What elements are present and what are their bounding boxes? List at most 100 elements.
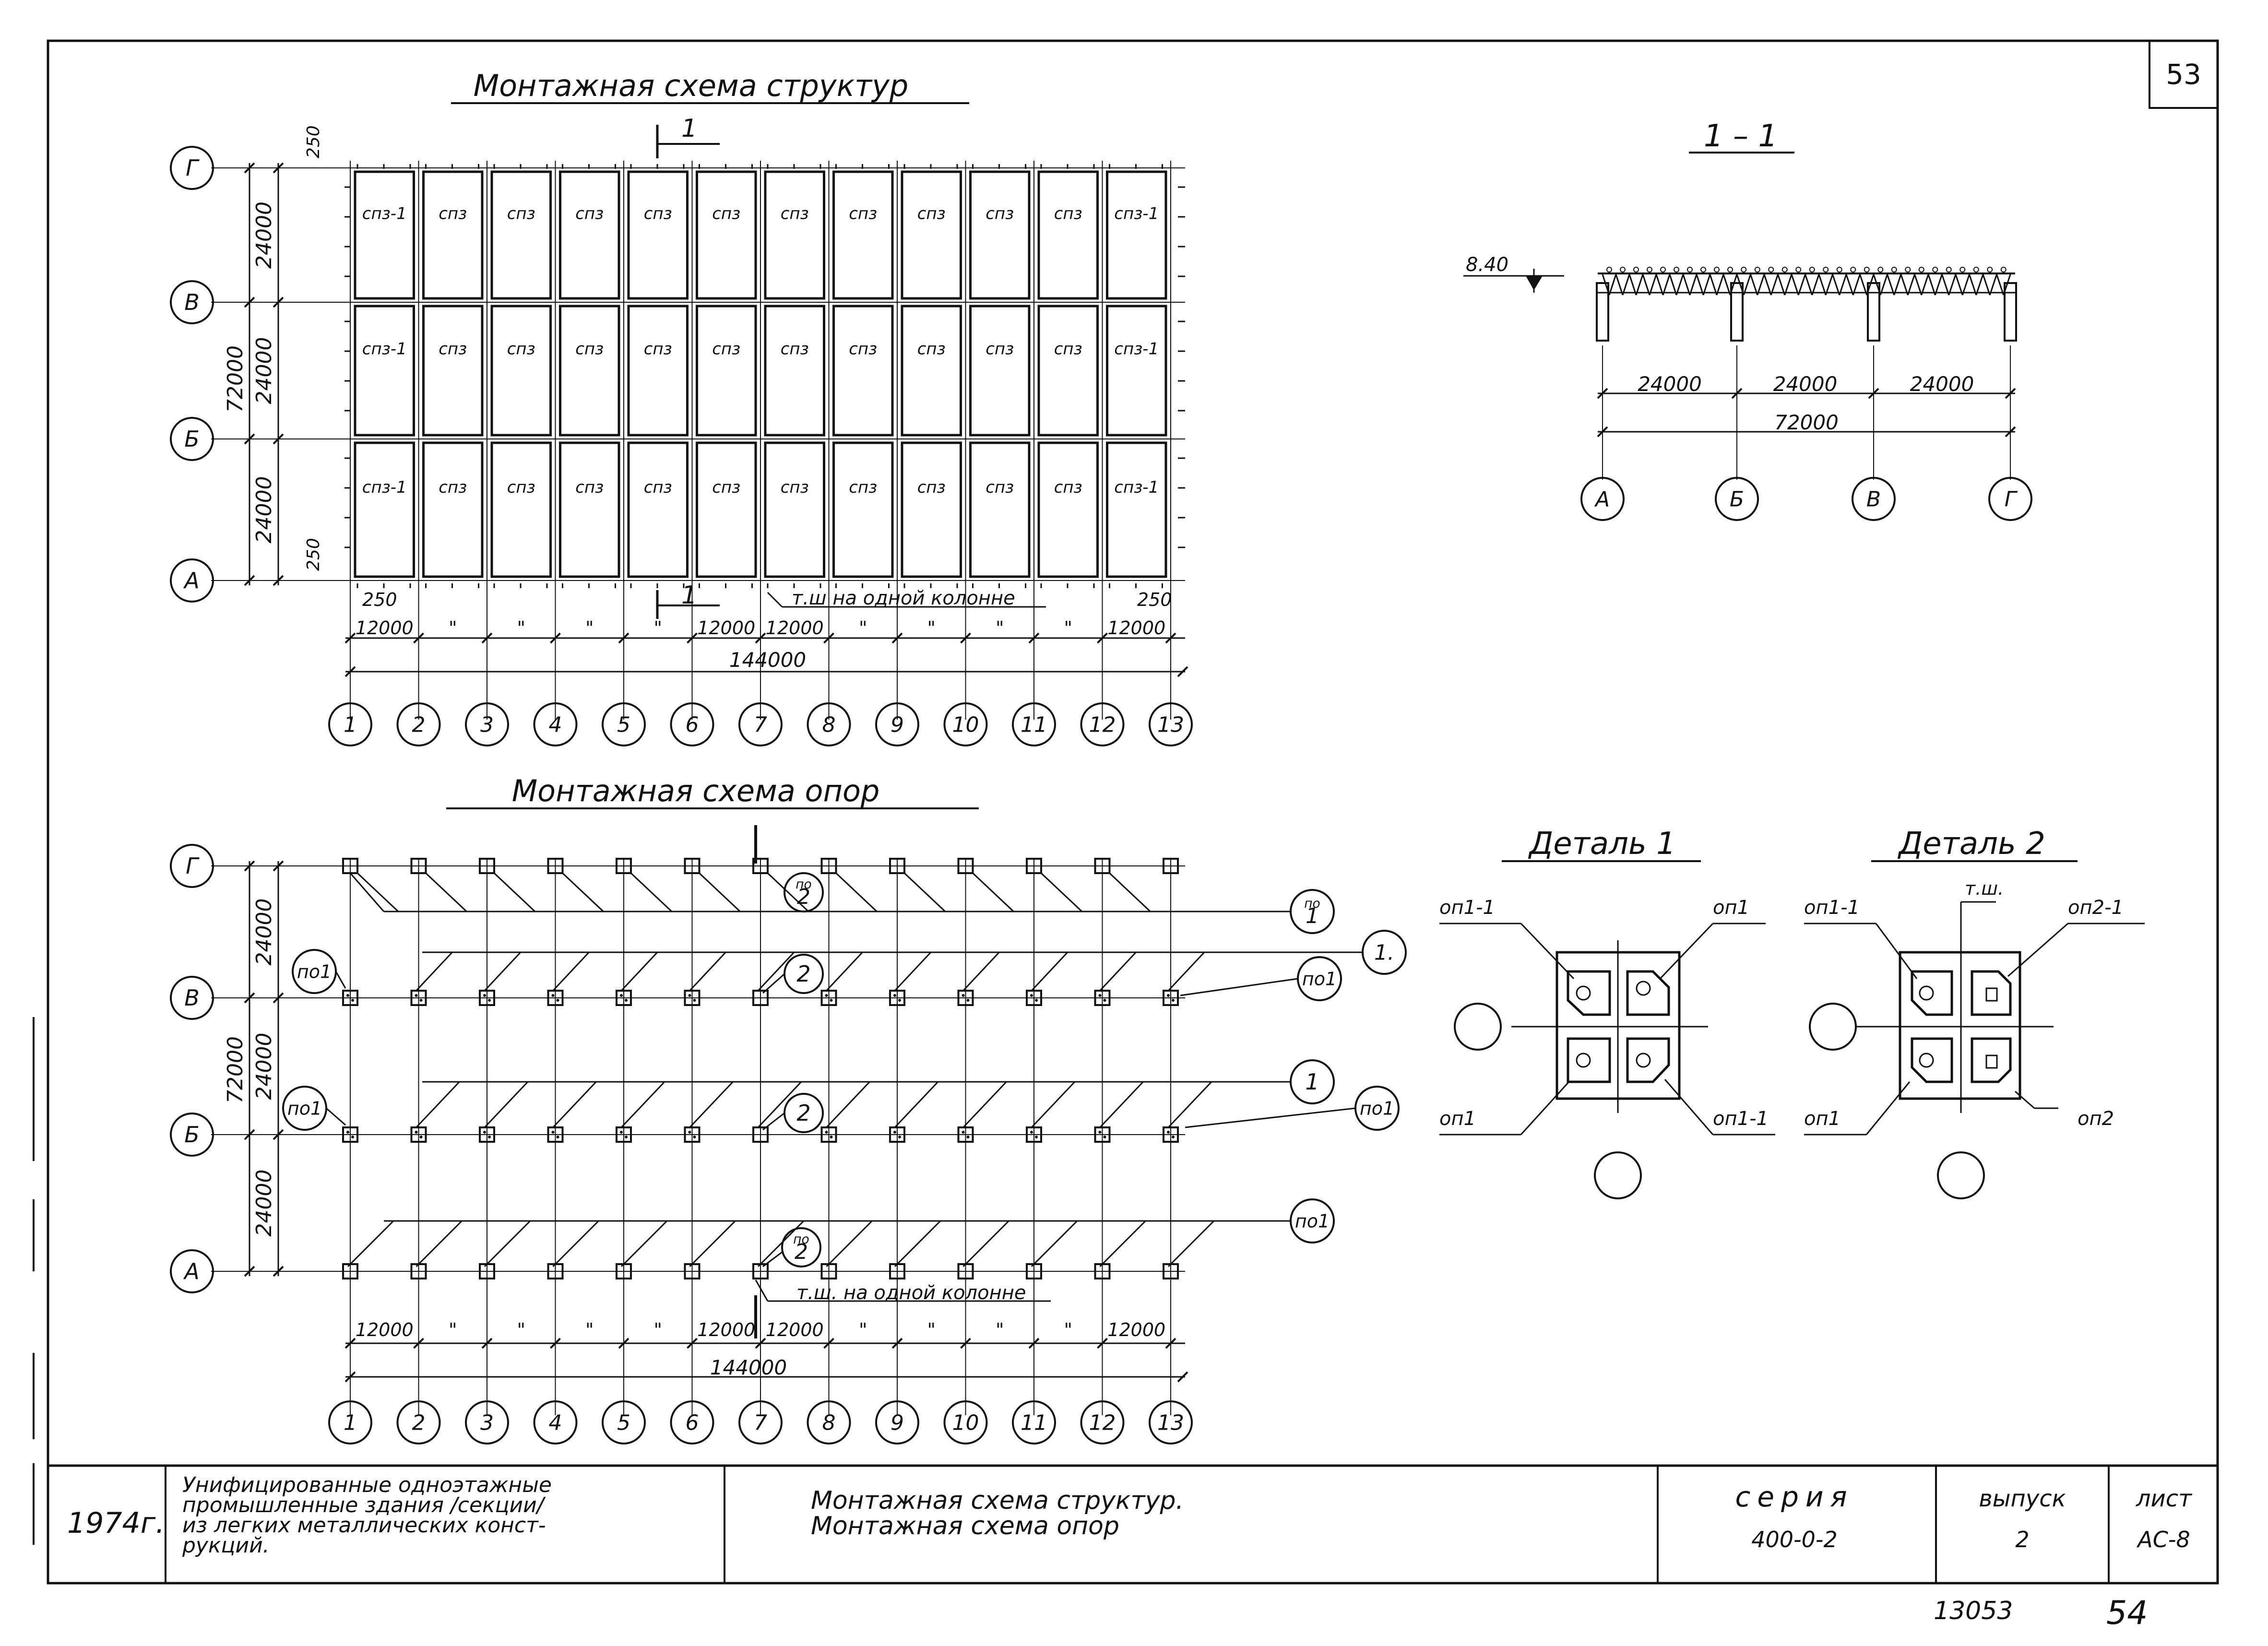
supp-col-axis-10	[943, 1400, 988, 1445]
struct-row-axis-3-label: Б	[184, 426, 200, 452]
support-2-3	[479, 990, 495, 1006]
support-3-13	[1163, 1126, 1179, 1143]
detail-2: Деталь 2 т.ш. оп1-1 оп2-1 оп1 оп2	[1804, 826, 2145, 1199]
section-span-2: 24000	[1773, 372, 1838, 396]
panel-2-10	[969, 305, 1031, 437]
struct-row-axis-2-label: В	[184, 289, 200, 315]
struct-col-axis-2	[396, 702, 441, 746]
panel-1-1	[354, 170, 415, 300]
struct-col-axis-11-label: 11	[1021, 712, 1047, 737]
supp-dim-bottom-8: "	[859, 1319, 867, 1340]
title-sheet-value: АС-8	[2136, 1527, 2190, 1552]
struct-col-axis-1	[328, 702, 372, 746]
supp-dim-total: 144000	[710, 1356, 787, 1379]
supp-col-axis-6	[670, 1400, 714, 1445]
section-total: 72000	[1774, 411, 1839, 434]
panel-3-6	[696, 441, 757, 578]
panel-2-9	[901, 305, 962, 437]
panel-1-5	[627, 170, 689, 300]
supp-col-axis-11-label: 11	[1021, 1410, 1047, 1435]
panel-3-7	[764, 441, 825, 578]
struct-col-axis-11	[1012, 702, 1056, 746]
callout-po1-a-right	[1290, 1198, 1335, 1243]
section-axis-1	[1580, 477, 1625, 521]
supp-col-axis-8	[807, 1400, 851, 1445]
support-3-9	[889, 1126, 905, 1143]
supp-col-axis-9-label: 9	[891, 1410, 904, 1435]
struct-dim-bottom-5: "	[654, 617, 662, 639]
panel-1-4	[559, 170, 620, 300]
support-2-12	[1094, 990, 1111, 1006]
support-1-5	[616, 858, 632, 874]
support-3-4	[547, 1126, 564, 1143]
supp-col-axis-1	[328, 1400, 372, 1445]
support-2-10	[957, 990, 974, 1006]
panel-label-2-11: спз	[1054, 339, 1082, 358]
panel-label-2-2: спз	[439, 339, 467, 358]
supp-row-axis-1-label: Г	[186, 853, 200, 879]
struct-dim-vertical-2: 24000	[252, 337, 276, 404]
panel-1-8	[832, 170, 894, 300]
panel-2-2	[422, 305, 484, 437]
struct-dim-bottom-12: 12000	[1107, 617, 1165, 639]
struct-dim-total: 144000	[729, 648, 806, 672]
section-title: 1 – 1	[1704, 118, 1778, 154]
struct-col-axis-7	[738, 702, 783, 746]
detail-1: Деталь 1 оп1-1 оп1 оп1 оп1-1	[1439, 826, 1775, 1199]
support-2-8	[820, 990, 837, 1006]
panel-label-3-9: спз	[917, 478, 946, 497]
panel-3-5	[627, 441, 689, 578]
supp-col-axis-12	[1080, 1400, 1125, 1445]
title-project: Унифицированные одноэтажные промышленные…	[182, 1473, 552, 1558]
supp-col-axis-4	[533, 1400, 578, 1445]
callout-po2-a-label-bottom: 2	[795, 1240, 808, 1264]
supp-col-axis-10-label: 10	[952, 1410, 979, 1435]
section-column-3	[1867, 282, 1880, 342]
panel-label-2-10: спз	[986, 339, 1014, 358]
struct-dim-total-vertical: 72000	[223, 345, 248, 413]
supp-col-axis-8-label: 8	[822, 1410, 836, 1435]
panel-label-2-6: спз	[712, 339, 740, 358]
support-1-12	[1094, 858, 1111, 874]
detail-2-label-bottom-right: оп2	[2078, 1108, 2114, 1130]
struct-col-axis-3	[465, 702, 509, 746]
detail-1-label-bottom-left: оп1	[1439, 1108, 1476, 1130]
support-1-8	[820, 858, 837, 874]
struct-dim-bottom-3: "	[517, 617, 525, 639]
detail-1-label-top-right: оп1	[1713, 897, 1749, 919]
title-project-line-1: Унифицированные одноэтажные	[182, 1473, 552, 1497]
struct-col-axis-6	[670, 702, 714, 746]
struct-col-axis-4	[533, 702, 578, 746]
section-axis-3	[1852, 477, 1896, 521]
detail-2-label-top-right: оп2-1	[2068, 897, 2124, 919]
section-axis-2-label: Б	[1730, 487, 1744, 511]
supp-col-axis-13-label: 13	[1157, 1410, 1184, 1435]
detail-1-label-bottom-right: оп1-1	[1713, 1108, 1769, 1130]
section-span-1: 24000	[1638, 372, 1702, 396]
supp-col-axis-12-label: 12	[1089, 1410, 1116, 1435]
panel-label-1-5: спз	[644, 204, 672, 223]
callout-po2-top-label-top: по	[796, 877, 811, 892]
callout-po1-top	[1290, 889, 1335, 934]
supp-dim-bottom-3: "	[517, 1319, 525, 1340]
title-sheet-line-1: Монтажная схема структур.	[811, 1486, 1184, 1515]
callout-po1-top-label-top: по	[1304, 896, 1320, 911]
panel-label-2-5: спз	[644, 339, 672, 358]
supports-plan-title: Монтажная схема опор	[512, 773, 880, 808]
panel-2-12	[1106, 305, 1167, 437]
archive-number: 13053	[1934, 1597, 2013, 1625]
panel-1-7	[764, 170, 825, 300]
panel-2-11	[1037, 305, 1099, 437]
support-1-11	[1026, 858, 1042, 874]
panel-1-2	[422, 170, 484, 300]
panel-label-1-2: спз	[439, 204, 467, 223]
section-axis-2	[1715, 477, 1759, 521]
support-2-9	[889, 990, 905, 1006]
support-1-6	[684, 858, 701, 874]
support-2-7	[752, 990, 769, 1006]
panel-label-1-1: спз-1	[362, 204, 407, 223]
callout-po2-top-label-bottom: 2	[797, 885, 810, 909]
callout-po1-a-right-label: по1	[1295, 1210, 1330, 1232]
